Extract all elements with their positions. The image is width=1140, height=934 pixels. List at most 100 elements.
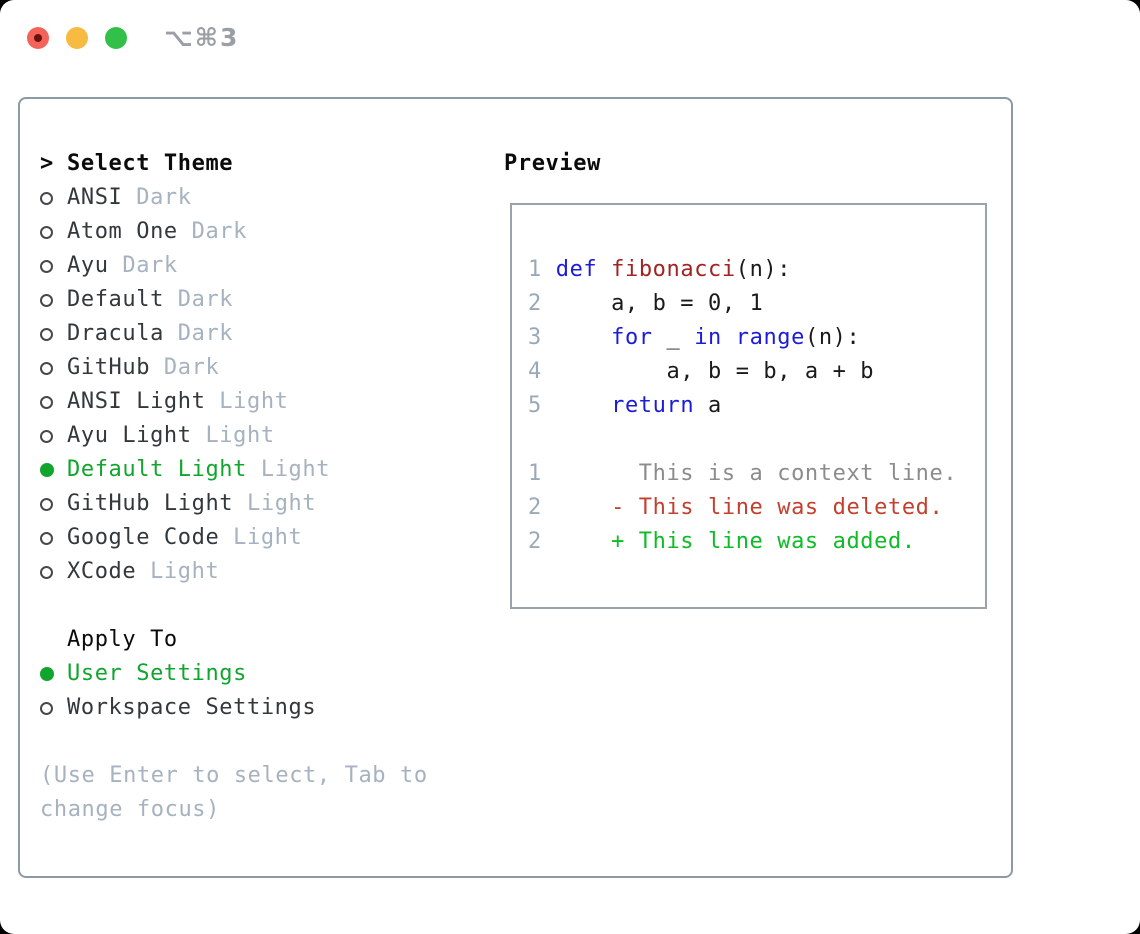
line-number: 2 [528,529,542,554]
code-token-del: - This line was deleted. [541,495,944,520]
radio-unselected-icon [40,429,67,443]
help-text: (Use Enter to select, Tab to change focu… [40,763,428,822]
code-token-plain: (n): [735,257,792,282]
theme-option-default[interactable]: Default Dark [40,283,444,317]
code-line: 4 a, b = b, a + b [528,355,969,389]
theme-label: ANSI Light [67,389,206,414]
theme-variant-tag: Light [219,525,303,550]
line-number: 1 [528,257,542,282]
code-line: 1 def fibonacci(n): [528,253,969,287]
line-number: 1 [528,461,542,486]
code-token-plain [722,325,736,350]
code-line: 3 for _ in range(n): [528,321,969,355]
apply-option-user-settings[interactable]: User Settings [40,657,444,691]
radio-unselected-icon [40,361,67,375]
theme-label: Dracula [67,321,164,346]
radio-unselected-icon [40,259,67,273]
window-titlebar: ⌥⌘3 [0,0,1140,76]
code-token-plain: (n): [804,325,861,350]
theme-option-ansi-light[interactable]: ANSI Light Light [40,385,444,419]
code-token-kw: return [611,393,695,418]
theme-label: Default [67,287,164,312]
theme-option-ayu-light[interactable]: Ayu Light Light [40,419,444,453]
radio-unselected-icon [40,191,67,205]
line-number: 5 [528,393,542,418]
radio-unselected-icon [40,225,67,239]
diff-line: 2 - This line was deleted. [528,491,969,525]
code-line: 5 return a [528,389,969,423]
theme-label: Atom One [67,219,178,244]
theme-option-default-light[interactable]: Default Light Light [40,453,444,487]
code-token-kw: for [611,325,653,350]
theme-option-atom-one[interactable]: Atom One Dark [40,215,444,249]
apply-option-workspace-settings[interactable]: Workspace Settings [40,691,444,725]
diff-preview: 1 This is a context line.2 - This line w… [528,457,969,559]
code-token-plain: _ [652,325,695,350]
theme-label: XCode [67,559,137,584]
apply-option-label: User Settings [67,661,247,686]
spacer [40,589,444,623]
blank-line [528,423,969,457]
diff-line: 1 This is a context line. [528,457,969,491]
theme-option-github[interactable]: GitHub Dark [40,351,444,385]
code-line: 2 a, b = 0, 1 [528,287,969,321]
minimize-button[interactable] [66,27,88,49]
close-button[interactable] [27,27,49,49]
code-token-fn: fibonacci [611,257,736,282]
diff-line: 2 + This line was added. [528,525,969,559]
code-token-plain [542,257,556,282]
theme-variant-tag: Light [233,491,317,516]
code-token-add: + This line was added. [541,529,916,554]
theme-variant-tag: Dark [122,185,192,210]
radio-selected-icon [40,463,67,477]
theme-option-google-code[interactable]: Google Code Light [40,521,444,555]
code-token-plain: a, b = 0, 1 [541,291,764,316]
theme-option-ayu[interactable]: Ayu Dark [40,249,444,283]
radio-unselected-icon [40,395,67,409]
code-token-kw: def [555,257,598,282]
theme-variant-tag: Dark [163,287,234,312]
theme-label: GitHub Light [67,491,234,516]
window-shortcut-label: ⌥⌘3 [164,23,240,52]
theme-label: Default Light [67,457,247,482]
code-token-plain: a, b = b, a + b [541,359,875,384]
theme-label: ANSI [67,185,123,210]
theme-variant-tag: Dark [150,355,220,380]
theme-variant-tag: Light [191,423,275,448]
radio-unselected-icon [40,531,67,545]
radio-unselected-icon [40,701,67,715]
cursor-arrow-icon: > [40,151,54,176]
select-theme-heading: > Select Theme [40,147,444,181]
theme-option-github-light[interactable]: GitHub Light Light [40,487,444,521]
theme-label: GitHub [67,355,151,380]
theme-option-dracula[interactable]: Dracula Dark [40,317,444,351]
line-number: 4 [528,359,542,384]
theme-variant-tag: Light [247,457,331,482]
theme-variant-tag: Dark [108,253,178,278]
apply-option-label: Workspace Settings [67,695,317,720]
code-token-plain [597,257,611,282]
code-token-kw: in [694,325,722,350]
line-number: 2 [528,495,542,520]
radio-unselected-icon [40,327,67,341]
code-token-plain [542,393,611,418]
theme-variant-tag: Dark [163,321,234,346]
preview-heading: Preview [504,151,601,176]
theme-option-xcode[interactable]: XCode Light [40,555,444,589]
line-number: 3 [528,325,542,350]
theme-option-ansi[interactable]: ANSI Dark [40,181,444,215]
zoom-button[interactable] [105,27,127,49]
theme-label: Google Code [67,525,220,550]
radio-unselected-icon [40,497,67,511]
theme-variant-tag: Light [136,559,220,584]
radio-unselected-icon [40,565,67,579]
radio-selected-icon [40,667,67,681]
radio-unselected-icon [40,293,67,307]
apply-to-heading: Apply To [67,627,178,652]
